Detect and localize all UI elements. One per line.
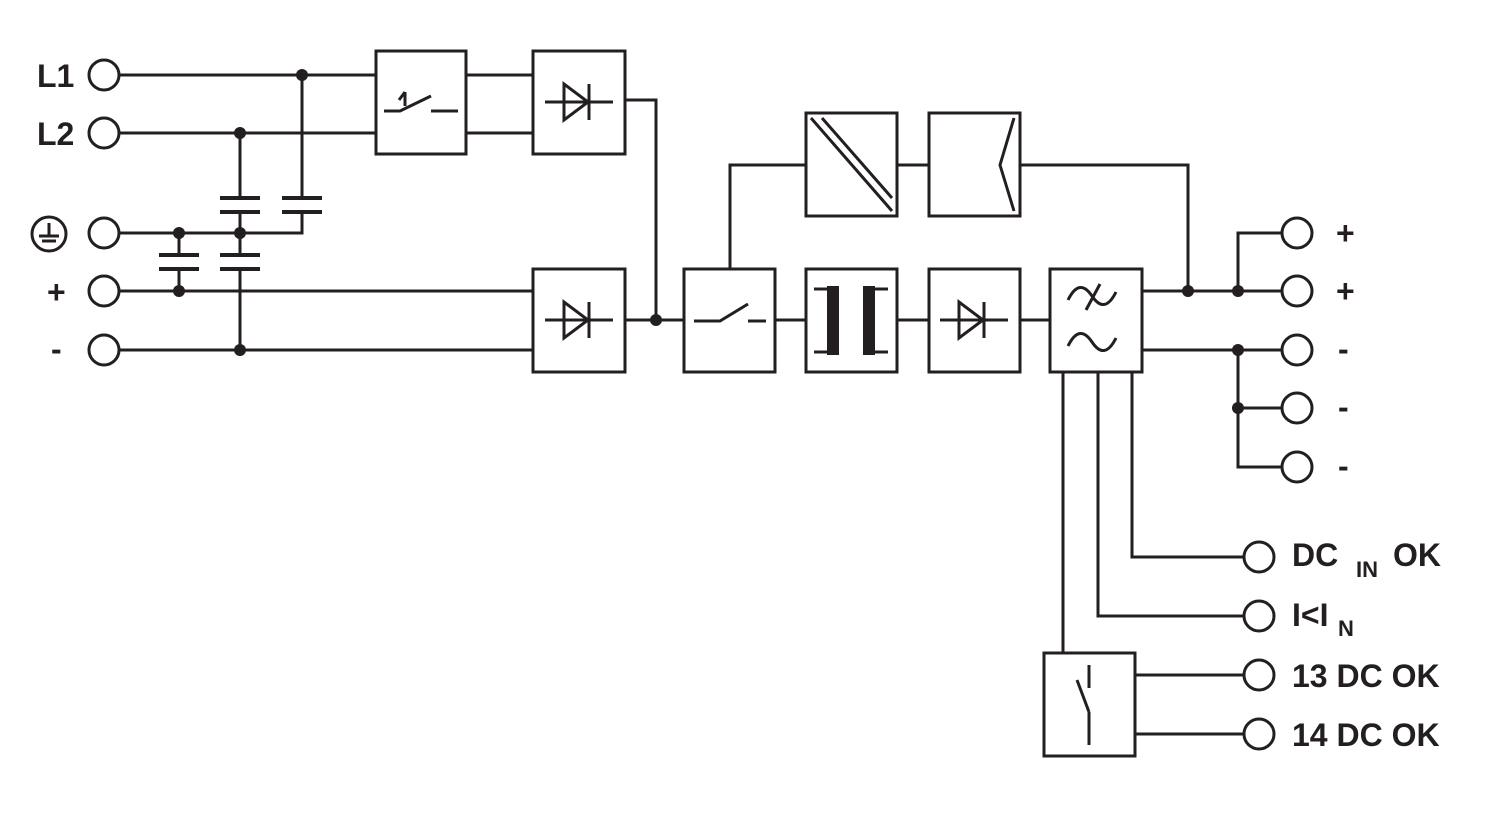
transformer-block [804, 267, 899, 374]
label-i-lt-in-main: I<I [1292, 597, 1328, 633]
terminal-out-plus-2 [1280, 274, 1314, 308]
terminal-earth [87, 216, 121, 250]
label-out-plus-1: + [1336, 215, 1355, 251]
label-l2: L2 [37, 116, 74, 152]
terminal-i-lt-in [1242, 599, 1276, 633]
label-14-dc-ok: 14 DC OK [1292, 717, 1440, 753]
label-i-lt-in: I<I N [1292, 597, 1354, 641]
wires [117, 73, 1284, 736]
label-out-minus-1: - [1338, 331, 1349, 367]
terminal-dc-plus-in [87, 274, 121, 308]
label-dc-plus-in: + [47, 274, 66, 310]
switch-icon [694, 302, 766, 323]
filter-block [1048, 267, 1144, 374]
capacitor-icon [159, 253, 199, 271]
ac-rectifier-block [531, 49, 627, 156]
junctions [173, 69, 1244, 414]
terminal-dc-minus-in [87, 333, 121, 367]
terminal-14-dc-ok [1242, 717, 1276, 751]
output-diode-block [927, 267, 1022, 374]
output-labels: + + - - - [1336, 215, 1355, 484]
label-dc-minus-in: - [51, 331, 62, 367]
switch-block [682, 267, 777, 374]
label-out-minus-2: - [1338, 389, 1349, 425]
circuit-breaker-block [374, 49, 468, 156]
terminal-dc-in-ok [1242, 540, 1276, 574]
battery-module-block [927, 111, 1022, 218]
label-dc-in-ok: DC IN OK [1292, 537, 1441, 582]
dc-dc-converter-block [804, 111, 899, 218]
label-dc-in-ok-sub: IN [1356, 557, 1378, 582]
label-i-lt-in-sub: N [1338, 616, 1354, 641]
transformer-icon [814, 286, 888, 355]
terminal-out-minus-3 [1280, 450, 1314, 484]
input-terminals [87, 58, 121, 367]
filter-icon [1066, 283, 1118, 352]
capacitor-icon [282, 196, 322, 214]
relay-contact-icon [1075, 665, 1091, 745]
terminal-l2 [87, 116, 121, 150]
dc-dc-converter-icon [809, 117, 894, 212]
capacitor-icon [220, 196, 260, 214]
signal-labels: DC IN OK I<I N 13 DC OK 14 DC OK [1292, 537, 1441, 753]
input-labels: L1 L2 + - [37, 58, 74, 367]
rectifier-diode-icon [545, 299, 613, 341]
relay-block [1042, 651, 1137, 758]
capacitor-icon [220, 253, 260, 271]
output-terminals [1280, 216, 1314, 484]
battery-module-icon [998, 117, 1016, 212]
terminal-13-dc-ok [1242, 658, 1276, 692]
label-dc-in-ok-tail: OK [1393, 537, 1441, 573]
terminal-out-minus-2 [1280, 391, 1314, 425]
circuit-breaker-icon [384, 91, 458, 113]
rectifier-diode-icon [940, 299, 1008, 341]
terminal-l1 [87, 58, 121, 92]
terminal-out-plus-1 [1280, 216, 1314, 250]
ground-icon [30, 215, 68, 253]
rectifier-diode-icon [545, 81, 613, 123]
label-l1: L1 [37, 58, 74, 94]
terminal-out-minus-1 [1280, 333, 1314, 367]
label-out-plus-2: + [1336, 273, 1355, 309]
signal-terminals [1242, 540, 1276, 751]
label-out-minus-3: - [1338, 448, 1349, 484]
dc-input-diode-block [531, 267, 627, 374]
label-13-dc-ok: 13 DC OK [1292, 658, 1440, 694]
label-dc-in-ok-main: DC [1292, 537, 1338, 573]
